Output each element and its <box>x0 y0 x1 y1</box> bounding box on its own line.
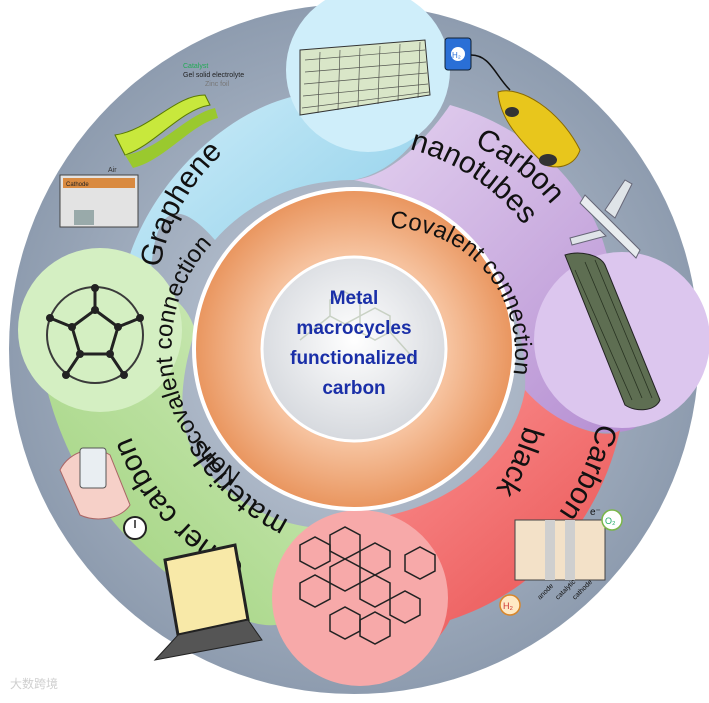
svg-text:Cathode: Cathode <box>66 182 89 188</box>
center-line-3: functionalized <box>290 348 418 369</box>
svg-text:H₂: H₂ <box>452 51 461 60</box>
svg-text:H₂: H₂ <box>503 601 513 611</box>
svg-text:O₂: O₂ <box>605 516 616 526</box>
airplane-icon <box>569 179 641 259</box>
center-line-1: Metal <box>330 288 379 309</box>
center-title: Metal macrocycles functionalized carbon <box>290 288 418 399</box>
car-icon <box>497 90 581 168</box>
phone-hand-illustration <box>59 447 131 520</box>
zinc-air-cell-illustration: Air Cathode <box>59 167 139 228</box>
watermark: 大数跨境 <box>10 677 59 691</box>
svg-text:Gel solid electrolyte: Gel solid electrolyte <box>183 72 244 79</box>
flexible-battery-illustration: Catalyst Gel solid electrolyte Zinc foil <box>114 63 244 168</box>
svg-text:e⁻: e⁻ <box>590 507 601 518</box>
center-line-2: macrocycles <box>296 318 411 339</box>
graphene-sheet-illustration <box>299 39 431 116</box>
svg-text:Air: Air <box>108 167 117 174</box>
carbon-nanotube-illustration <box>564 252 661 411</box>
center-line-4: carbon <box>322 378 385 399</box>
fuel-cell-illustration: e⁻ O₂ H₂ anode catalytic cathode <box>499 507 623 616</box>
svg-text:Zinc foil: Zinc foil <box>205 81 230 88</box>
carbon-black-network-illustration <box>299 526 436 645</box>
center-disc <box>260 255 448 443</box>
center-molecule-sketch <box>299 291 416 361</box>
laptop-icon <box>153 543 263 661</box>
hydrogen-tank-icon: H₂ <box>444 37 511 91</box>
svg-text:Catalyst: Catalyst <box>183 63 208 70</box>
stopwatch-icon <box>123 516 147 540</box>
other-bump <box>18 248 182 412</box>
fullerene-illustration <box>46 284 144 384</box>
